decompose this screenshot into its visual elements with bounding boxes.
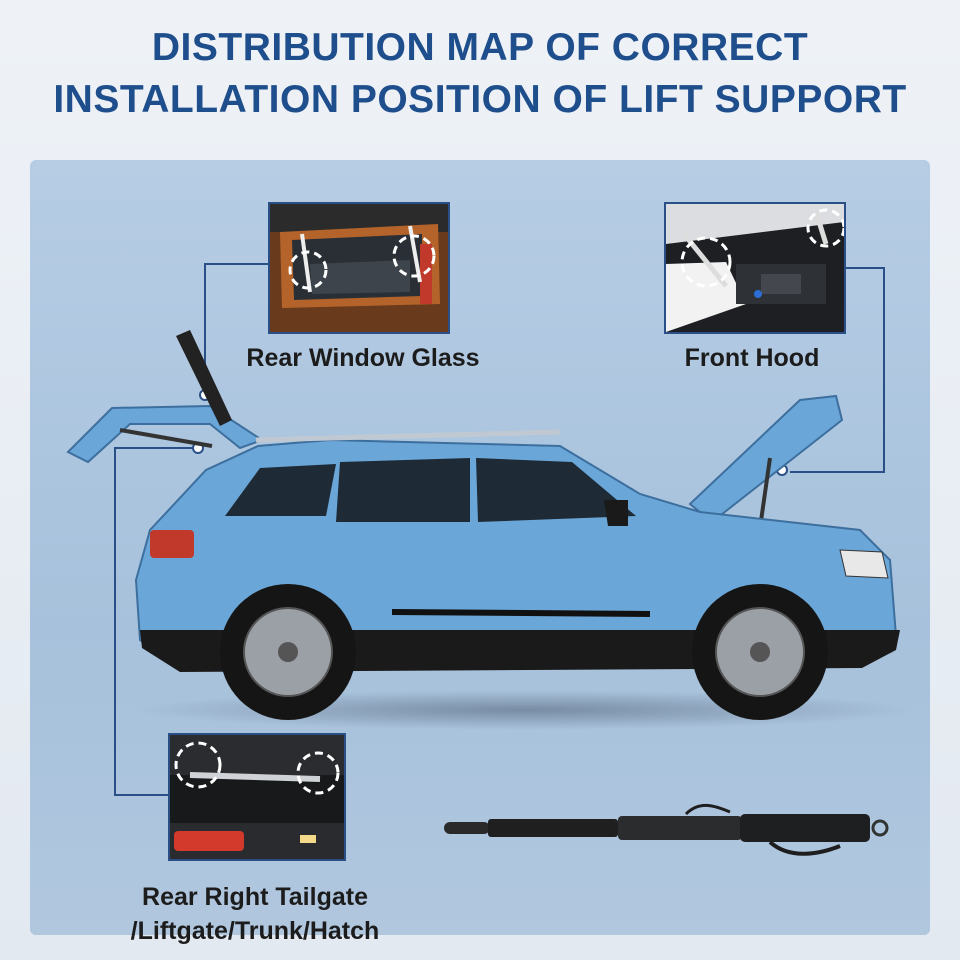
rear-window-photo [268,202,450,334]
front-hood-photo [664,202,846,334]
leader-front-hood [790,267,885,473]
rear-wheel [220,584,356,720]
title-line-1: DISTRIBUTION MAP OF CORRECT [151,26,809,69]
label-tailgate-line-2: /Liftgate/Trunk/Hatch [130,917,380,945]
label-rear-window: Rear Window Glass [246,344,480,372]
leader-tailgate [114,447,198,796]
label-front-hood: Front Hood [684,344,820,372]
front-wheel [692,584,828,720]
label-tailgate: Rear Right Tailgate /Liftgate/Trunk/Hatc… [110,880,400,948]
tailgate-photo [168,733,346,861]
title-line-2: INSTALLATION POSITION OF LIFT SUPPORT [53,78,907,121]
leader-rear-window [204,263,268,395]
page-title: DISTRIBUTION MAP OF CORRECT INSTALLATION… [0,22,960,126]
label-tailgate-line-1: Rear Right Tailgate [142,883,368,911]
